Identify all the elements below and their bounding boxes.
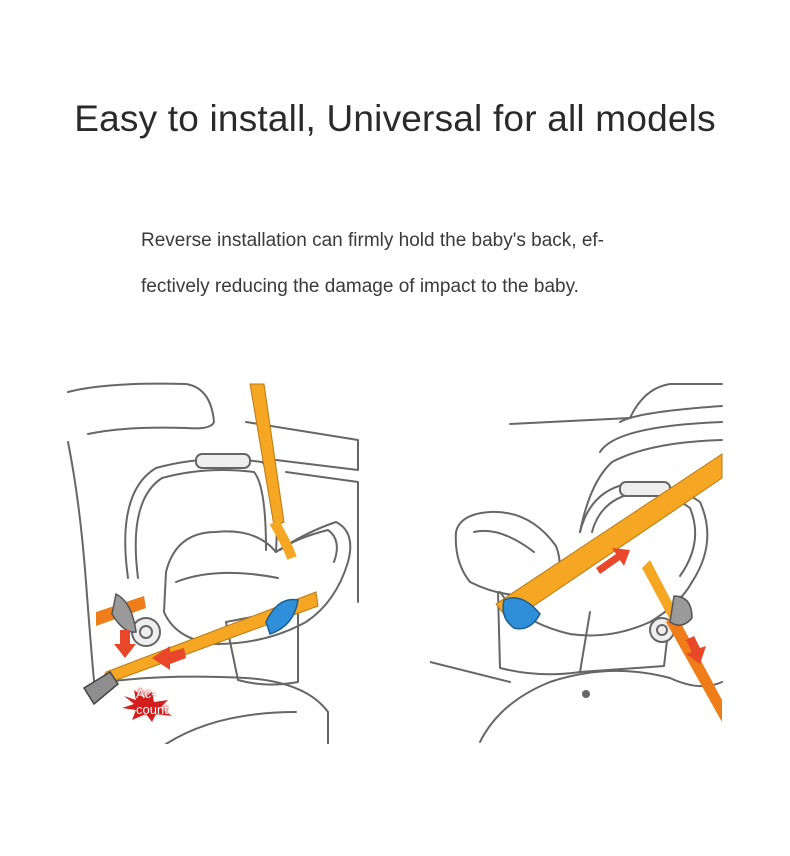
watermark-line-1: Ac-	[136, 686, 156, 701]
page-title: Easy to install, Universal for all model…	[74, 98, 716, 139]
car-seat-illustration-left	[67, 382, 359, 744]
description: Reverse installation can firmly hold the…	[141, 218, 701, 310]
seatbelt-arrow-icon	[114, 630, 186, 670]
description-line-2: fectively reducing the damage of impact …	[141, 276, 579, 297]
account-watermark: Ac- count	[122, 686, 182, 722]
car-seat-illustration-right	[430, 383, 723, 743]
belt-clip-icon	[265, 598, 299, 635]
burst-icon	[122, 690, 172, 722]
description-line-1: Reverse installation can firmly hold the…	[141, 230, 605, 251]
watermark-line-2: count	[136, 702, 168, 717]
